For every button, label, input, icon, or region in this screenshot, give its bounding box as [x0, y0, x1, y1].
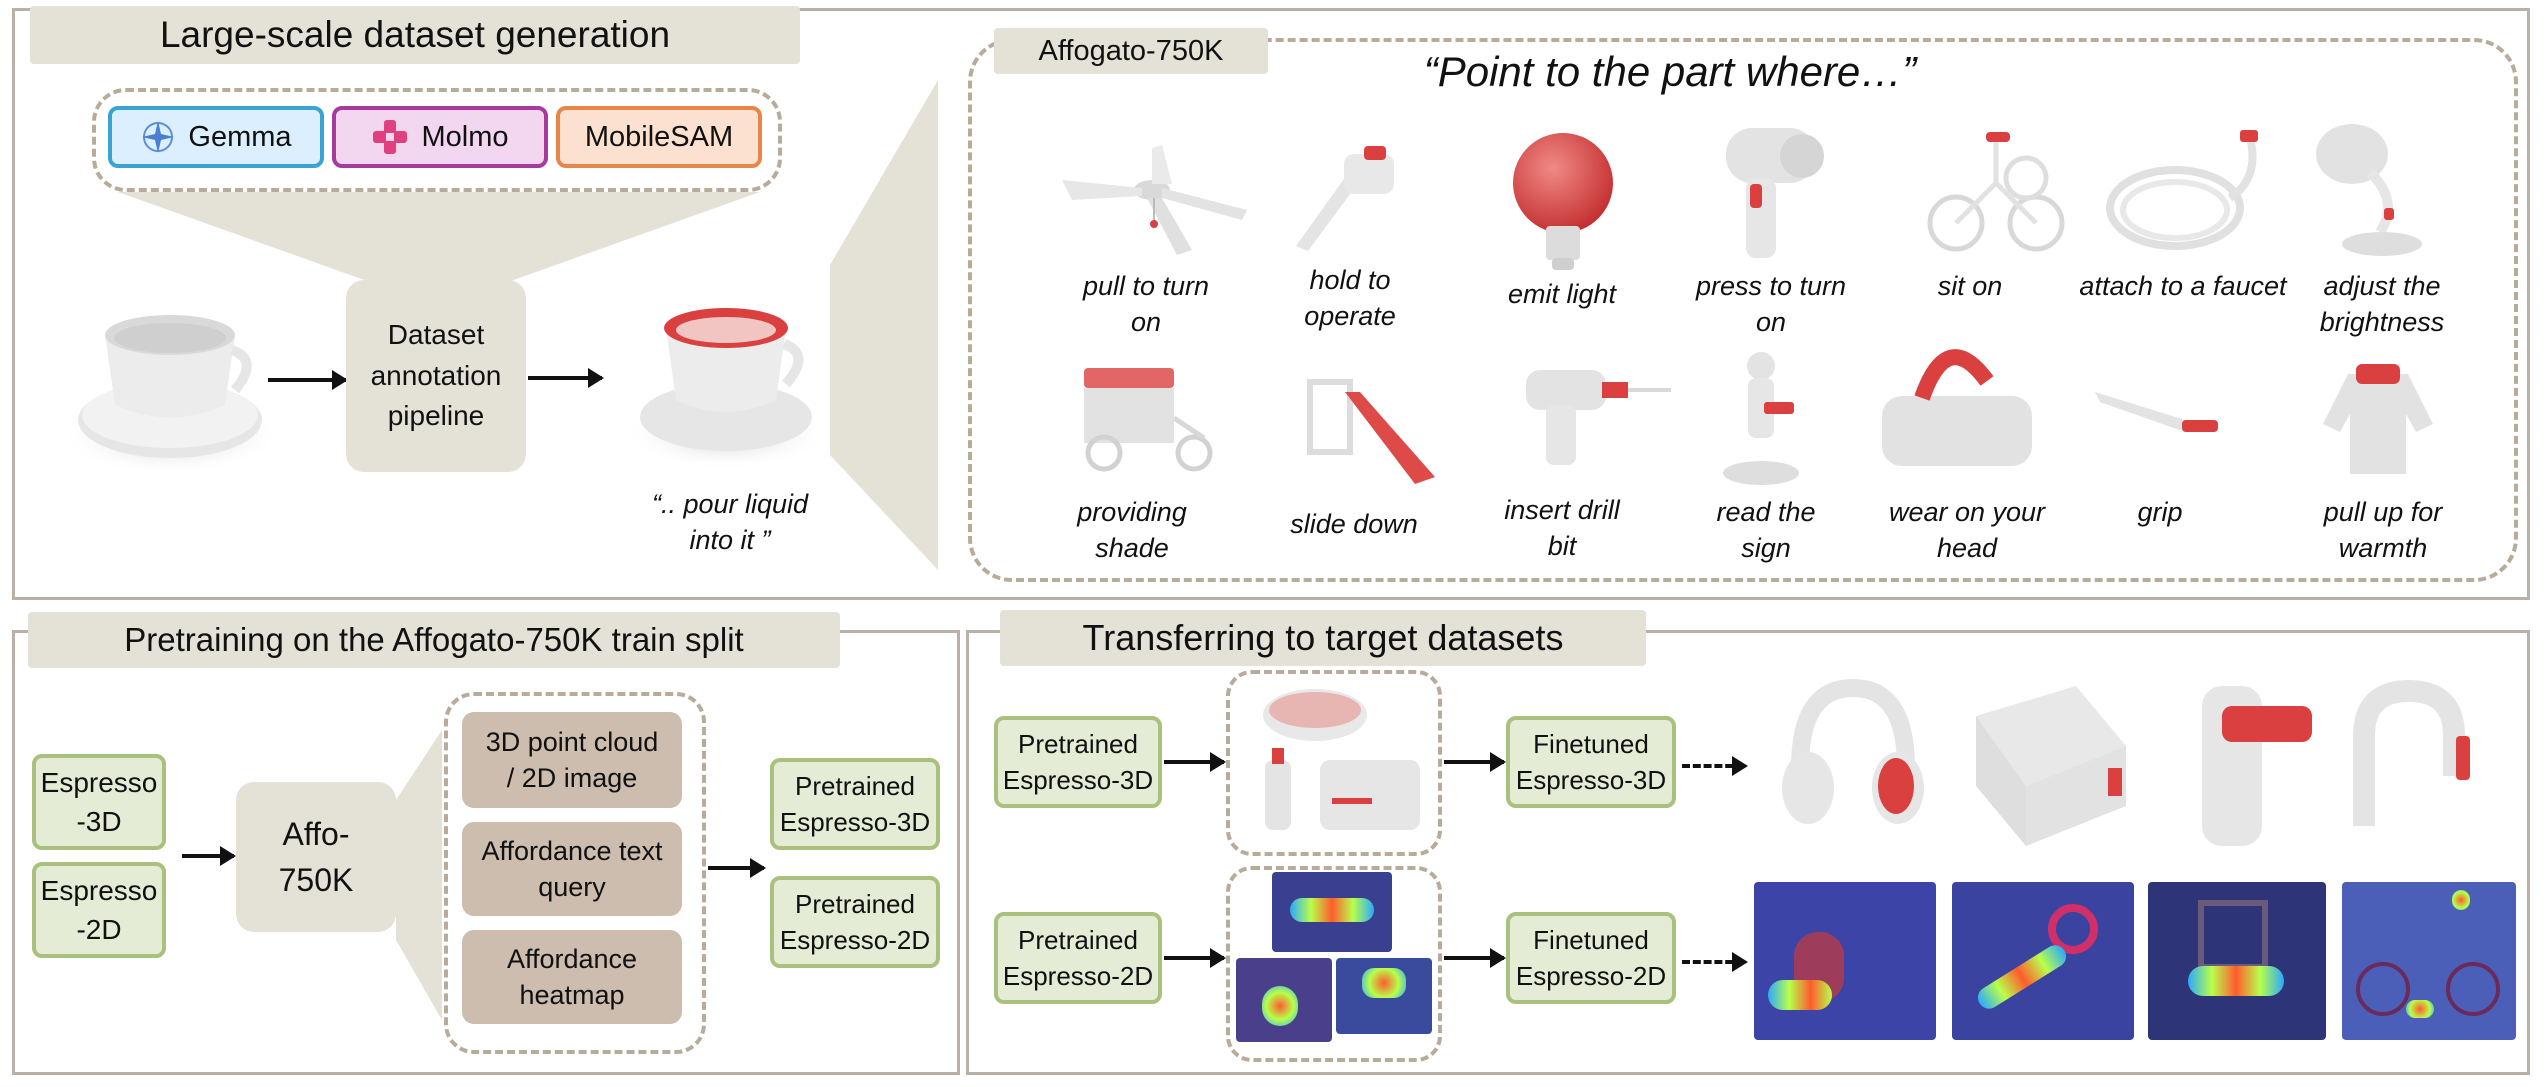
thumb-sweater — [2323, 364, 2433, 474]
thumb-knife — [2095, 392, 2218, 432]
caption-press-to-turn-on: press to turn on — [1695, 271, 1847, 338]
thumb-hair-dryer — [1726, 128, 1824, 258]
caption-slide-down: slide down — [1290, 509, 1418, 539]
finetuned-espresso-3d: Finetuned Espresso-3D — [1506, 716, 1676, 808]
affogato-dataset-box — [968, 38, 2518, 582]
finetuned-espresso-2d: Finetuned Espresso-2D — [1506, 912, 1676, 1004]
pretrained-espresso-3d-output: Pretrained Espresso-3D — [770, 758, 940, 850]
dashed-arrow-2d-results — [1682, 952, 1748, 972]
content-pointcloud-image: 3D point cloud / 2D image — [462, 712, 682, 808]
transfer-pretrained-2d: Pretrained Espresso-2D — [994, 912, 1162, 1004]
thumb-cart — [1084, 368, 1213, 472]
arrow-samples-to-finetuned3d — [1444, 752, 1506, 772]
cup-pointcloud-annotated — [626, 308, 826, 470]
thumb-ceiling-fan — [1062, 145, 1247, 255]
arrow-dataset-to-outputs — [708, 858, 766, 878]
mobilesam-label: MobileSAM — [584, 120, 734, 153]
espresso-2d-input: Espresso -2D — [32, 862, 166, 958]
transfer-panel — [966, 630, 2530, 1075]
result-hook — [2353, 679, 2470, 826]
content-text-query: Affordance text query — [462, 822, 682, 916]
cup-pointcloud-plain — [60, 315, 280, 475]
arrow-inputs-to-dataset — [182, 846, 236, 866]
molmo-label: Molmo — [421, 120, 509, 153]
caption-hold-to-operate: hold to operate — [1304, 265, 1396, 332]
caption-read-the-sign: read the sign — [1716, 497, 1816, 564]
mobilesam-chip: MobileSAM — [556, 106, 762, 168]
caption-emit-light: emit light — [1507, 279, 1617, 309]
arrow-pipeline-to-cup — [528, 368, 604, 388]
target-2d-sample-right — [1336, 958, 1432, 1034]
thumb-desk-lamp — [2316, 124, 2422, 256]
caption-grip: grip — [2137, 497, 2183, 527]
arrow-pretrained2d-to-samples — [1164, 948, 1226, 968]
dataset-expansion-shape — [396, 730, 442, 1020]
thumb-hose — [2106, 130, 2258, 250]
caption-pull-to-turn-on: pull to turn on — [1082, 271, 1210, 338]
cup-caption: “.. pour liquid into it ” — [651, 489, 809, 556]
thumb-light-bulb — [1513, 133, 1613, 270]
funnel-shape — [118, 80, 938, 570]
result-2d-scissors — [1952, 882, 2134, 1040]
caption-providing-shade: providing shade — [1077, 497, 1187, 564]
thumb-chainsaw — [1296, 146, 1394, 251]
result-box — [1976, 686, 2126, 846]
caption-insert-drill-bit: insert drill bit — [1504, 495, 1620, 562]
model-group — [92, 88, 782, 192]
espresso-3d-input: Espresso -3D — [32, 754, 166, 850]
pretraining-title: Pretraining on the Affogato-750K train s… — [28, 612, 840, 668]
gemma-chip: Gemma — [108, 106, 324, 168]
pretrained-espresso-2d-output: Pretrained Espresso-2D — [770, 876, 940, 968]
dataset-contents-box — [444, 692, 706, 1054]
arrow-pretrained3d-to-samples — [1164, 752, 1226, 772]
dashed-arrow-3d-results — [1682, 756, 1748, 776]
result-headphones — [1782, 678, 1924, 824]
target-2d-sample-top — [1272, 872, 1392, 952]
arrow-samples-to-finetuned2d — [1444, 948, 1506, 968]
caption-wear-on-your-head: wear on your head — [1888, 497, 2046, 564]
result-faucet — [2202, 686, 2312, 846]
caption-adjust-the-brightness: adjust the brightness — [2319, 271, 2445, 338]
target-3d-samples — [1263, 689, 1420, 830]
gemma-icon — [142, 121, 175, 153]
caption-attach-to-a-faucet: attach to a faucet — [2079, 271, 2287, 301]
prompt-text: “Point to the part where…” — [1423, 48, 1917, 95]
arrow-cup-to-pipeline — [268, 370, 348, 390]
target-2d-samples-box — [1226, 866, 1442, 1062]
thumb-drill — [1526, 370, 1671, 465]
affo-750k-box: Affo- 750K — [236, 782, 396, 932]
target-3d-samples-box — [1226, 670, 1442, 856]
result-2d-bicycle — [2342, 882, 2516, 1040]
molmo-icon — [373, 120, 408, 154]
thumb-slide — [1307, 379, 1435, 484]
annotation-pipeline-box: Dataset annotation pipeline — [346, 280, 526, 472]
dataset-generation-title: Large-scale dataset generation — [30, 6, 800, 64]
molmo-chip: Molmo — [332, 106, 548, 168]
content-heatmap: Affordance heatmap — [462, 930, 682, 1024]
result-2d-tool — [1754, 882, 1936, 1040]
result-2d-chair — [2148, 882, 2326, 1040]
thumb-sign-statue — [1723, 352, 1799, 485]
transfer-pretrained-3d: Pretrained Espresso-3D — [994, 716, 1162, 808]
caption-pull-up-for-warmth: pull up for warmth — [2323, 497, 2443, 564]
thumb-hat — [1882, 349, 2032, 466]
thumb-tricycle — [1927, 132, 2065, 252]
gemma-label: Gemma — [188, 120, 292, 153]
dataset-generation-panel — [12, 8, 2530, 600]
target-2d-sample-left — [1236, 958, 1332, 1042]
transfer-title: Transferring to target datasets — [1000, 610, 1646, 666]
caption-sit-on: sit on — [1937, 271, 2003, 301]
affogato-tab: Affogato-750K — [994, 28, 1268, 74]
